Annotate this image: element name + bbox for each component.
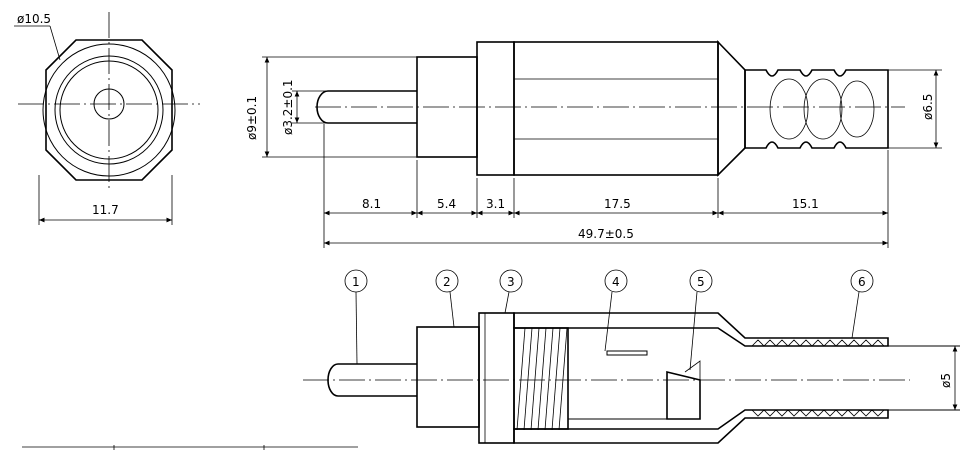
callout-4: 4: [604, 269, 628, 352]
cable-diameter-label: ø5: [939, 373, 953, 388]
callout-2-number: 2: [443, 275, 451, 289]
end-width-label: 11.7: [92, 203, 119, 217]
pin-diameter-label: ø3.2±0.1: [281, 79, 295, 135]
callout-6: 6: [850, 269, 874, 339]
section-shell-top: [513, 312, 889, 347]
thread-lines: [516, 327, 568, 431]
section-shell-bottom: [513, 409, 889, 444]
callout-5: 5: [689, 269, 713, 371]
callout-2: 2: [435, 269, 459, 328]
end-view: ø10.5 11.7: [14, 12, 200, 225]
shell: [513, 41, 719, 176]
section-ring: [478, 312, 515, 444]
segment-label-3: 3.1: [486, 197, 505, 211]
end-diameter-label: ø10.5: [17, 12, 51, 26]
section-view: ø5 1 2 3 4 5 6: [303, 269, 960, 444]
section-collar: [416, 326, 480, 428]
segment-label-4: 17.5: [604, 197, 631, 211]
segment-label-5: 15.1: [792, 197, 819, 211]
tail-diameter-label: ø6.5: [921, 94, 935, 120]
wedge-contact: [666, 370, 701, 420]
hex-body: [45, 39, 173, 181]
outer-diameter-label: ø9±0.1: [245, 96, 259, 140]
overall-length-label: 49.7±0.5: [578, 227, 634, 241]
title-block-edge: [22, 445, 358, 450]
contact-strip: [606, 350, 648, 356]
callout-3-number: 3: [507, 275, 515, 289]
callout-6-number: 6: [858, 275, 866, 289]
segment-label-1: 8.1: [362, 197, 381, 211]
callout-5-number: 5: [697, 275, 705, 289]
callout-1-number: 1: [352, 275, 360, 289]
callout-1: 1: [344, 269, 368, 365]
tail-taper: [717, 40, 746, 177]
callout-3: 3: [499, 269, 523, 314]
segment-label-2: 5.4: [437, 197, 456, 211]
side-view: ø9±0.1 ø3.2±0.1 ø6.5 8.1 5.4 3.1 17.5 15…: [245, 40, 942, 248]
ring-band: [476, 41, 515, 176]
strain-relief: [744, 69, 889, 149]
callout-4-number: 4: [612, 275, 620, 289]
